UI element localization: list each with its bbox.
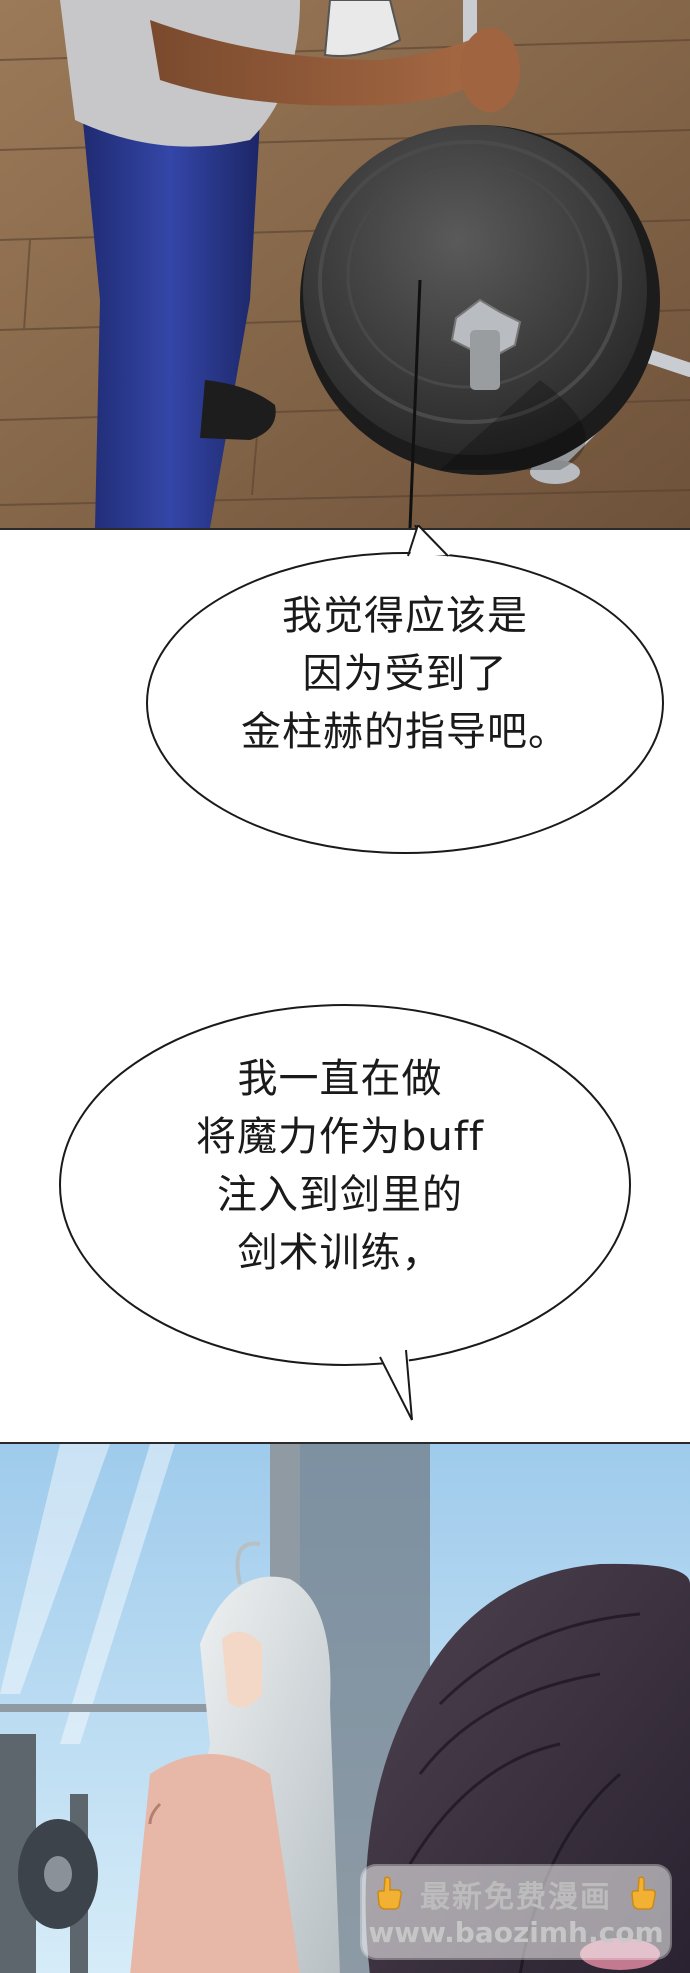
watermark-badge: 最新免费漫画 www.baozimh.com xyxy=(362,1866,670,1958)
bubble-2-line-4: 剑术训练， xyxy=(237,1230,443,1276)
bubble-2-line-3: 注入到剑里的 xyxy=(217,1172,463,1218)
speech-bubble-2-text: 我一直在做 将魔力作为buff 注入到剑里的 剑术训练， xyxy=(130,1050,550,1282)
pointing-hand-icon xyxy=(377,1876,402,1910)
gym-girl-scene xyxy=(0,1444,690,1973)
bubble-2-line-2: 将魔力作为buff xyxy=(196,1114,484,1160)
pointing-hand-icon-right xyxy=(631,1876,656,1910)
watermark-title: 最新免费漫画 xyxy=(420,1880,612,1915)
watermark-url: www.baozimh.com xyxy=(368,1916,664,1949)
bubble-1-line-1: 我觉得应该是 xyxy=(282,593,528,639)
panel-gym-girl xyxy=(0,1442,690,1973)
panel-barbell xyxy=(0,0,690,530)
barbell-scene xyxy=(0,0,690,528)
speech-bubble-2: 我一直在做 将魔力作为buff 注入到剑里的 剑术训练， xyxy=(0,1000,690,1430)
bubble-1-line-2: 因为受到了 xyxy=(302,651,508,697)
speech-bubble-2-shape xyxy=(59,1004,631,1421)
bubble-1-line-3: 金柱赫的指导吧。 xyxy=(241,709,569,755)
speech-bubble-1-shape xyxy=(146,525,664,854)
speech-bubble-1-text: 我觉得应该是 因为受到了 金柱赫的指导吧。 xyxy=(195,587,615,761)
bubble-2-line-1: 我一直在做 xyxy=(237,1056,443,1102)
speech-bubble-1: 我觉得应该是 因为受到了 金柱赫的指导吧。 xyxy=(0,525,690,865)
